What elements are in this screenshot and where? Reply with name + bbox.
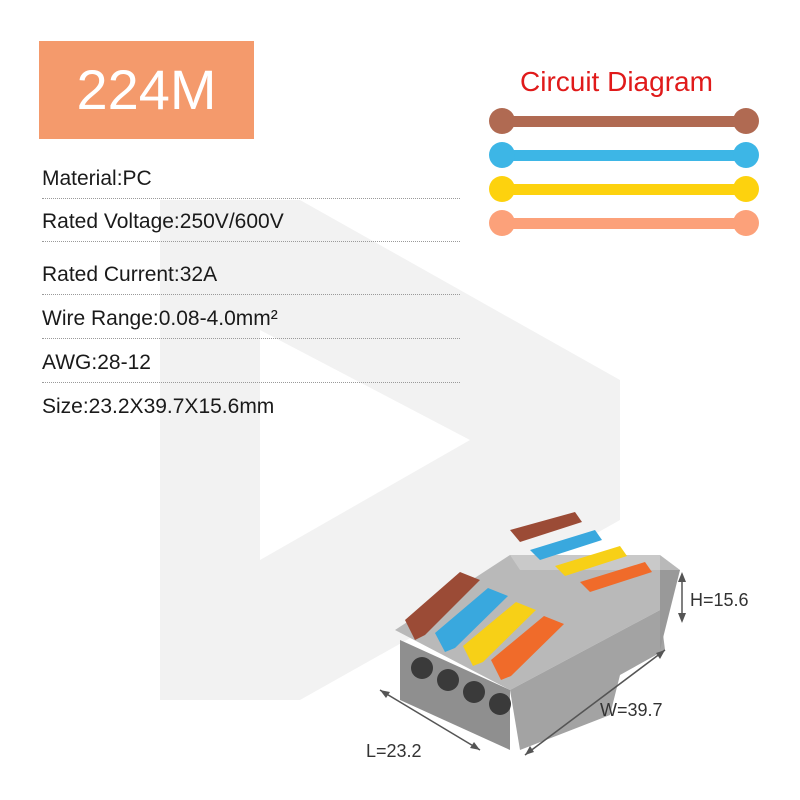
spec-wire-range: Wire Range:0.08-4.0mm² — [42, 298, 460, 339]
spec-awg: AWG:28-12 — [42, 342, 460, 383]
circuit-diagram-title: Circuit Diagram — [520, 66, 713, 97]
spec-rated-current: Rated Current:32A — [42, 254, 460, 295]
connector-product-image — [379, 512, 686, 756]
circuit-line-2 — [489, 142, 759, 168]
width-dimension-label: W=39.7 — [600, 700, 663, 720]
circuit-line-4 — [489, 210, 759, 236]
length-dimension-label: L=23.2 — [366, 741, 422, 761]
spec-size: Size:23.2X39.7X15.6mm — [42, 395, 275, 418]
height-dimension-label: H=15.6 — [690, 590, 749, 610]
circuit-line-1 — [489, 108, 759, 134]
spec-material: Material:PC — [42, 158, 460, 199]
spec-rated-voltage: Rated Voltage:250V/600V — [42, 201, 460, 242]
model-badge: 224M — [39, 41, 254, 139]
circuit-line-3 — [489, 176, 759, 202]
